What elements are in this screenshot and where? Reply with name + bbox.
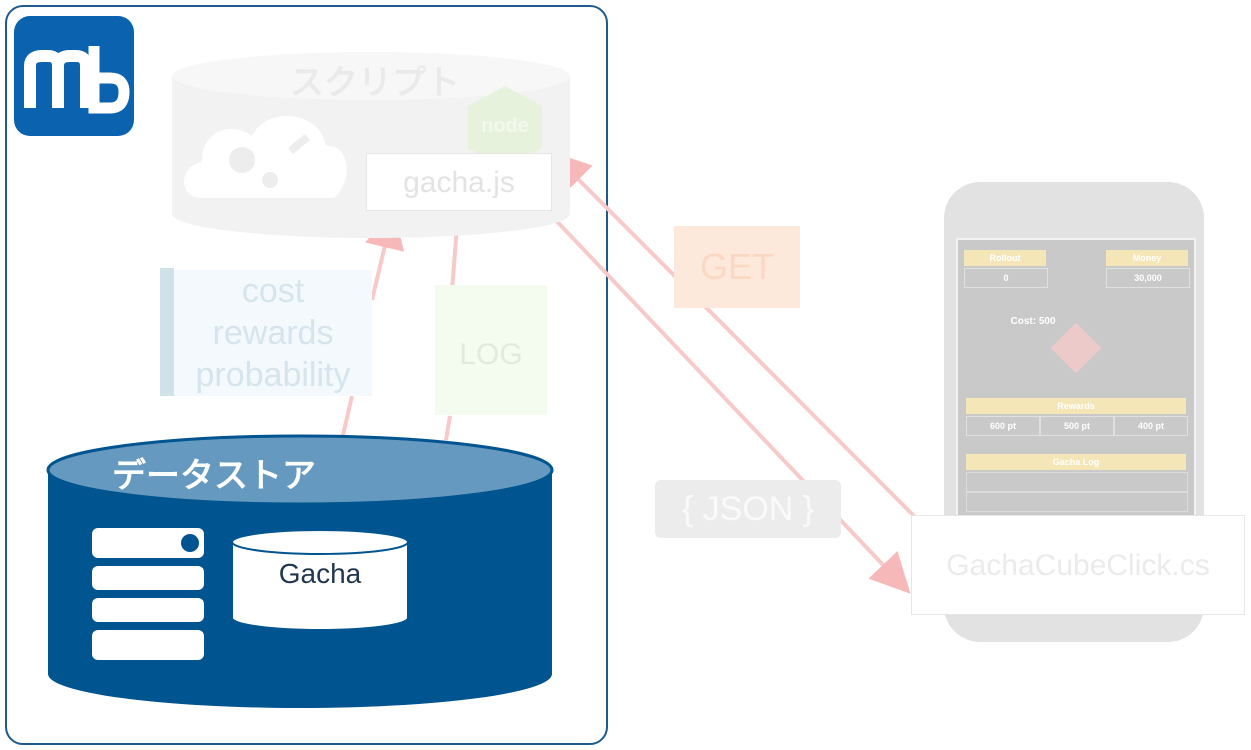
script-title: スクリプト xyxy=(290,64,460,102)
gacha-collection-cylinder xyxy=(231,529,409,631)
params-accent-bar xyxy=(160,268,174,396)
param-rewards: rewards xyxy=(174,312,372,354)
client-script-file: GachaCubeClick.cs xyxy=(911,515,1245,615)
arrow-datastore-to-params xyxy=(341,395,354,436)
phone-right-label: Money xyxy=(1106,250,1188,266)
datastore-title: データストア xyxy=(112,457,316,495)
phone-left-value: 0 xyxy=(964,268,1048,288)
mb-logo-icon xyxy=(24,46,130,114)
mbaas-logo xyxy=(14,16,134,136)
phone-reward-1: 600 pt xyxy=(966,416,1040,436)
arrow-client-to-script xyxy=(550,151,922,524)
gear-icon xyxy=(229,147,255,173)
gacha-cube-icon[interactable] xyxy=(1050,322,1102,374)
log-document: LOG xyxy=(435,285,547,415)
phone-history-row xyxy=(966,472,1188,492)
arrow-script-to-client xyxy=(546,210,911,594)
phone-rewards-label: Rewards xyxy=(966,398,1186,414)
nodejs-icon xyxy=(468,86,542,168)
gacha-collection-label: Gacha xyxy=(278,558,362,589)
phone-reward-3: 400 pt xyxy=(1114,416,1188,436)
phone-history-row xyxy=(966,492,1188,512)
phone-right-value: 30,000 xyxy=(1106,268,1190,288)
phone-cost-text: Cost: 500 xyxy=(1010,316,1056,327)
param-probability: probability xyxy=(174,354,372,396)
phone-screen: Rollout 0 Money 30,000 Cost: 500 Rewards… xyxy=(956,238,1196,532)
gear-icon xyxy=(262,172,278,188)
get-request-label: GET xyxy=(674,226,800,308)
node-logo-text: node xyxy=(481,115,529,137)
param-cost: cost xyxy=(174,270,372,312)
datastore-cylinder xyxy=(46,434,554,708)
phone-history-label: Gacha Log xyxy=(966,454,1186,470)
json-response-label: { JSON } xyxy=(655,480,841,538)
phone-reward-2: 500 pt xyxy=(1040,416,1114,436)
arrow-log-to-datastore xyxy=(444,415,452,441)
script-file-box: gacha.js xyxy=(366,153,552,211)
server-icon xyxy=(92,528,204,660)
wrench-icon xyxy=(288,133,310,155)
phone-left-label: Rollout xyxy=(964,250,1046,266)
